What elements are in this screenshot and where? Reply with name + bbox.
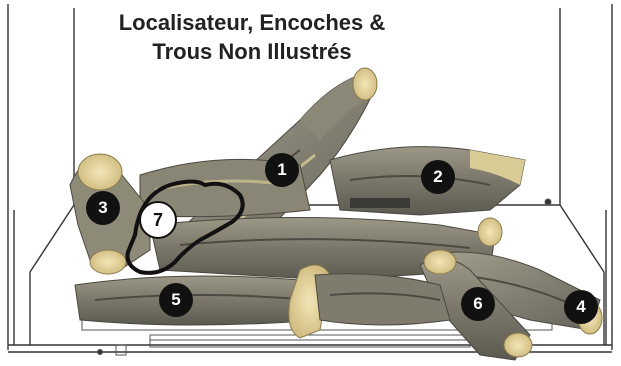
marker-1: 1	[265, 153, 299, 187]
marker-2: 2	[421, 160, 455, 194]
marker-6: 6	[461, 287, 495, 321]
marker-5: 5	[159, 283, 193, 317]
caption-line-1: Localisateur, Encoches &	[82, 8, 422, 37]
marker-4: 4	[564, 290, 598, 324]
marker-3: 3	[86, 191, 120, 225]
diagram-caption: Localisateur, Encoches & Trous Non Illus…	[82, 8, 422, 66]
caption-line-2: Trous Non Illustrés	[82, 37, 422, 66]
marker-7: 7	[139, 201, 177, 239]
